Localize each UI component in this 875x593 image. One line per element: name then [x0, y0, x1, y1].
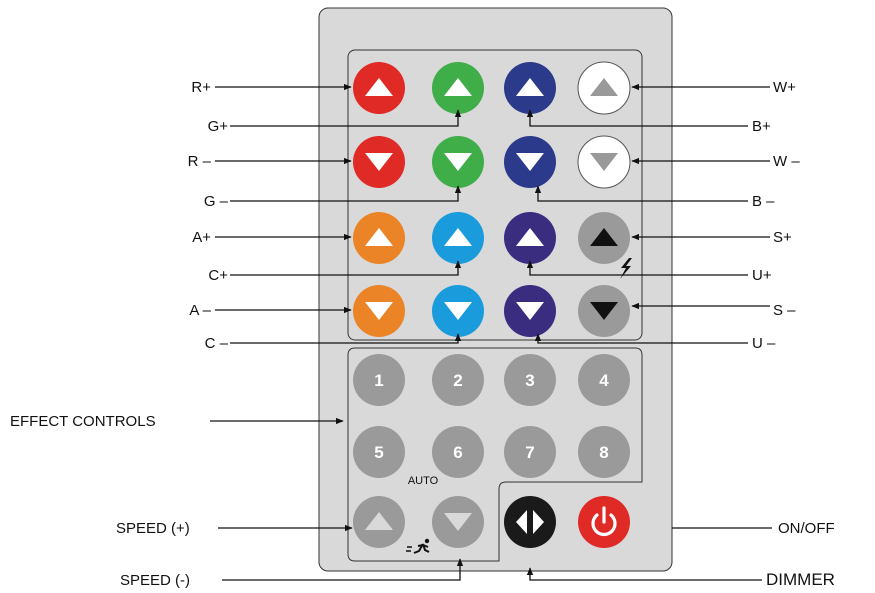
button-u-plus[interactable] — [504, 212, 556, 264]
up-arrow-icon — [590, 78, 618, 96]
effect-button-7[interactable]: 7 — [504, 426, 556, 478]
up-arrow-icon — [516, 228, 544, 246]
power-icon — [591, 506, 617, 537]
button-s-plus[interactable] — [578, 212, 630, 264]
up-arrow-icon — [444, 228, 472, 246]
button-s-minus[interactable] — [578, 285, 630, 337]
button-b-plus[interactable] — [504, 62, 556, 114]
runner-icon — [406, 538, 430, 554]
auto-label: AUTO — [408, 475, 439, 487]
button-u-minus[interactable] — [504, 285, 556, 337]
down-arrow-icon — [365, 302, 393, 320]
effect-number-label: 1 — [374, 371, 383, 390]
color-button-panel — [347, 49, 643, 341]
speed-down-button[interactable] — [432, 496, 484, 548]
label-r-plus: R+ — [191, 79, 211, 96]
label-r-minus: R – — [188, 153, 212, 170]
label-u-minus: U – — [752, 335, 776, 352]
label-s-minus: S – — [773, 302, 796, 319]
down-arrow-icon — [444, 513, 472, 531]
button-r-plus[interactable] — [353, 62, 405, 114]
up-arrow-icon — [365, 512, 393, 530]
label-s-plus: S+ — [773, 229, 792, 246]
callout-line-speed-minus — [222, 558, 464, 581]
label-b-minus: B – — [752, 193, 775, 210]
label-g-minus: G – — [204, 193, 229, 210]
button-w-plus[interactable] — [577, 61, 631, 115]
up-arrow-icon — [365, 228, 393, 246]
dimmer-button[interactable] — [504, 496, 556, 548]
label-a-minus: A – — [189, 302, 211, 319]
callout-line-u-minus — [534, 333, 748, 344]
callout-line-g-plus — [230, 109, 462, 127]
callout-line-b-plus — [526, 109, 748, 127]
label-w-minus: W – — [773, 153, 800, 170]
label-dimmer: DIMMER — [766, 570, 835, 589]
label-c-plus: C+ — [208, 267, 228, 284]
dimmer-icon — [516, 510, 544, 534]
label-on-off: ON/OFF — [778, 520, 835, 537]
effect-number-label: 3 — [525, 371, 534, 390]
button-a-minus[interactable] — [353, 285, 405, 337]
down-arrow-icon — [590, 302, 618, 320]
label-speed-minus: SPEED (-) — [120, 572, 190, 589]
effect-number-label: 5 — [374, 443, 383, 462]
up-arrow-icon — [516, 78, 544, 96]
label-b-plus: B+ — [752, 118, 771, 135]
button-c-minus[interactable] — [432, 285, 484, 337]
down-arrow-icon — [516, 302, 544, 320]
down-arrow-icon — [516, 153, 544, 171]
effect-number-label: 7 — [525, 443, 534, 462]
effect-button-8[interactable]: 8 — [578, 426, 630, 478]
label-w-plus: W+ — [773, 79, 796, 96]
button-w-minus[interactable] — [577, 135, 631, 189]
power-button[interactable] — [578, 496, 630, 548]
up-arrow-icon — [444, 78, 472, 96]
label-speed-plus: SPEED (+) — [116, 520, 190, 537]
callout-line-g-minus — [230, 185, 462, 202]
button-c-plus[interactable] — [432, 212, 484, 264]
label-c-minus: C – — [205, 335, 229, 352]
effect-button-2[interactable]: 2 — [432, 354, 484, 406]
button-a-plus[interactable] — [353, 212, 405, 264]
button-b-minus[interactable] — [504, 136, 556, 188]
up-arrow-icon — [590, 228, 618, 246]
effect-button-6[interactable]: 6 — [432, 426, 484, 478]
effect-button-4[interactable]: 4 — [578, 354, 630, 406]
speed-up-button[interactable] — [353, 496, 405, 548]
effect-number-label: 6 — [453, 443, 462, 462]
effect-button-1[interactable]: 1 — [353, 354, 405, 406]
callout-line-dimmer — [526, 567, 762, 581]
button-g-minus[interactable] — [432, 136, 484, 188]
callout-line-b-minus — [534, 185, 748, 202]
effect-button-5[interactable]: 5 — [353, 426, 405, 478]
callout-line-c-minus — [230, 333, 462, 344]
down-arrow-icon — [590, 153, 618, 171]
effect-button-3[interactable]: 3 — [504, 354, 556, 406]
label-effect-controls: EFFECT CONTROLS — [10, 413, 156, 430]
callout-labels: R+ G+ R – G – A+ C+ A – C – W+ B+ W – B … — [10, 79, 835, 589]
effect-number-label: 2 — [453, 371, 462, 390]
callout-line-u-plus — [526, 260, 748, 276]
label-u-plus: U+ — [752, 267, 772, 284]
button-r-minus[interactable] — [353, 136, 405, 188]
effect-number-label: 4 — [599, 371, 609, 390]
up-arrow-icon — [365, 78, 393, 96]
effect-button-panel — [347, 347, 643, 562]
callout-line-c-plus — [230, 260, 462, 276]
lightning-icon — [620, 258, 632, 279]
down-arrow-icon — [444, 153, 472, 171]
button-g-plus[interactable] — [432, 62, 484, 114]
label-a-plus: A+ — [192, 229, 211, 246]
down-arrow-icon — [444, 302, 472, 320]
effect-number-label: 8 — [599, 443, 608, 462]
down-arrow-icon — [365, 153, 393, 171]
label-g-plus: G+ — [208, 118, 229, 135]
